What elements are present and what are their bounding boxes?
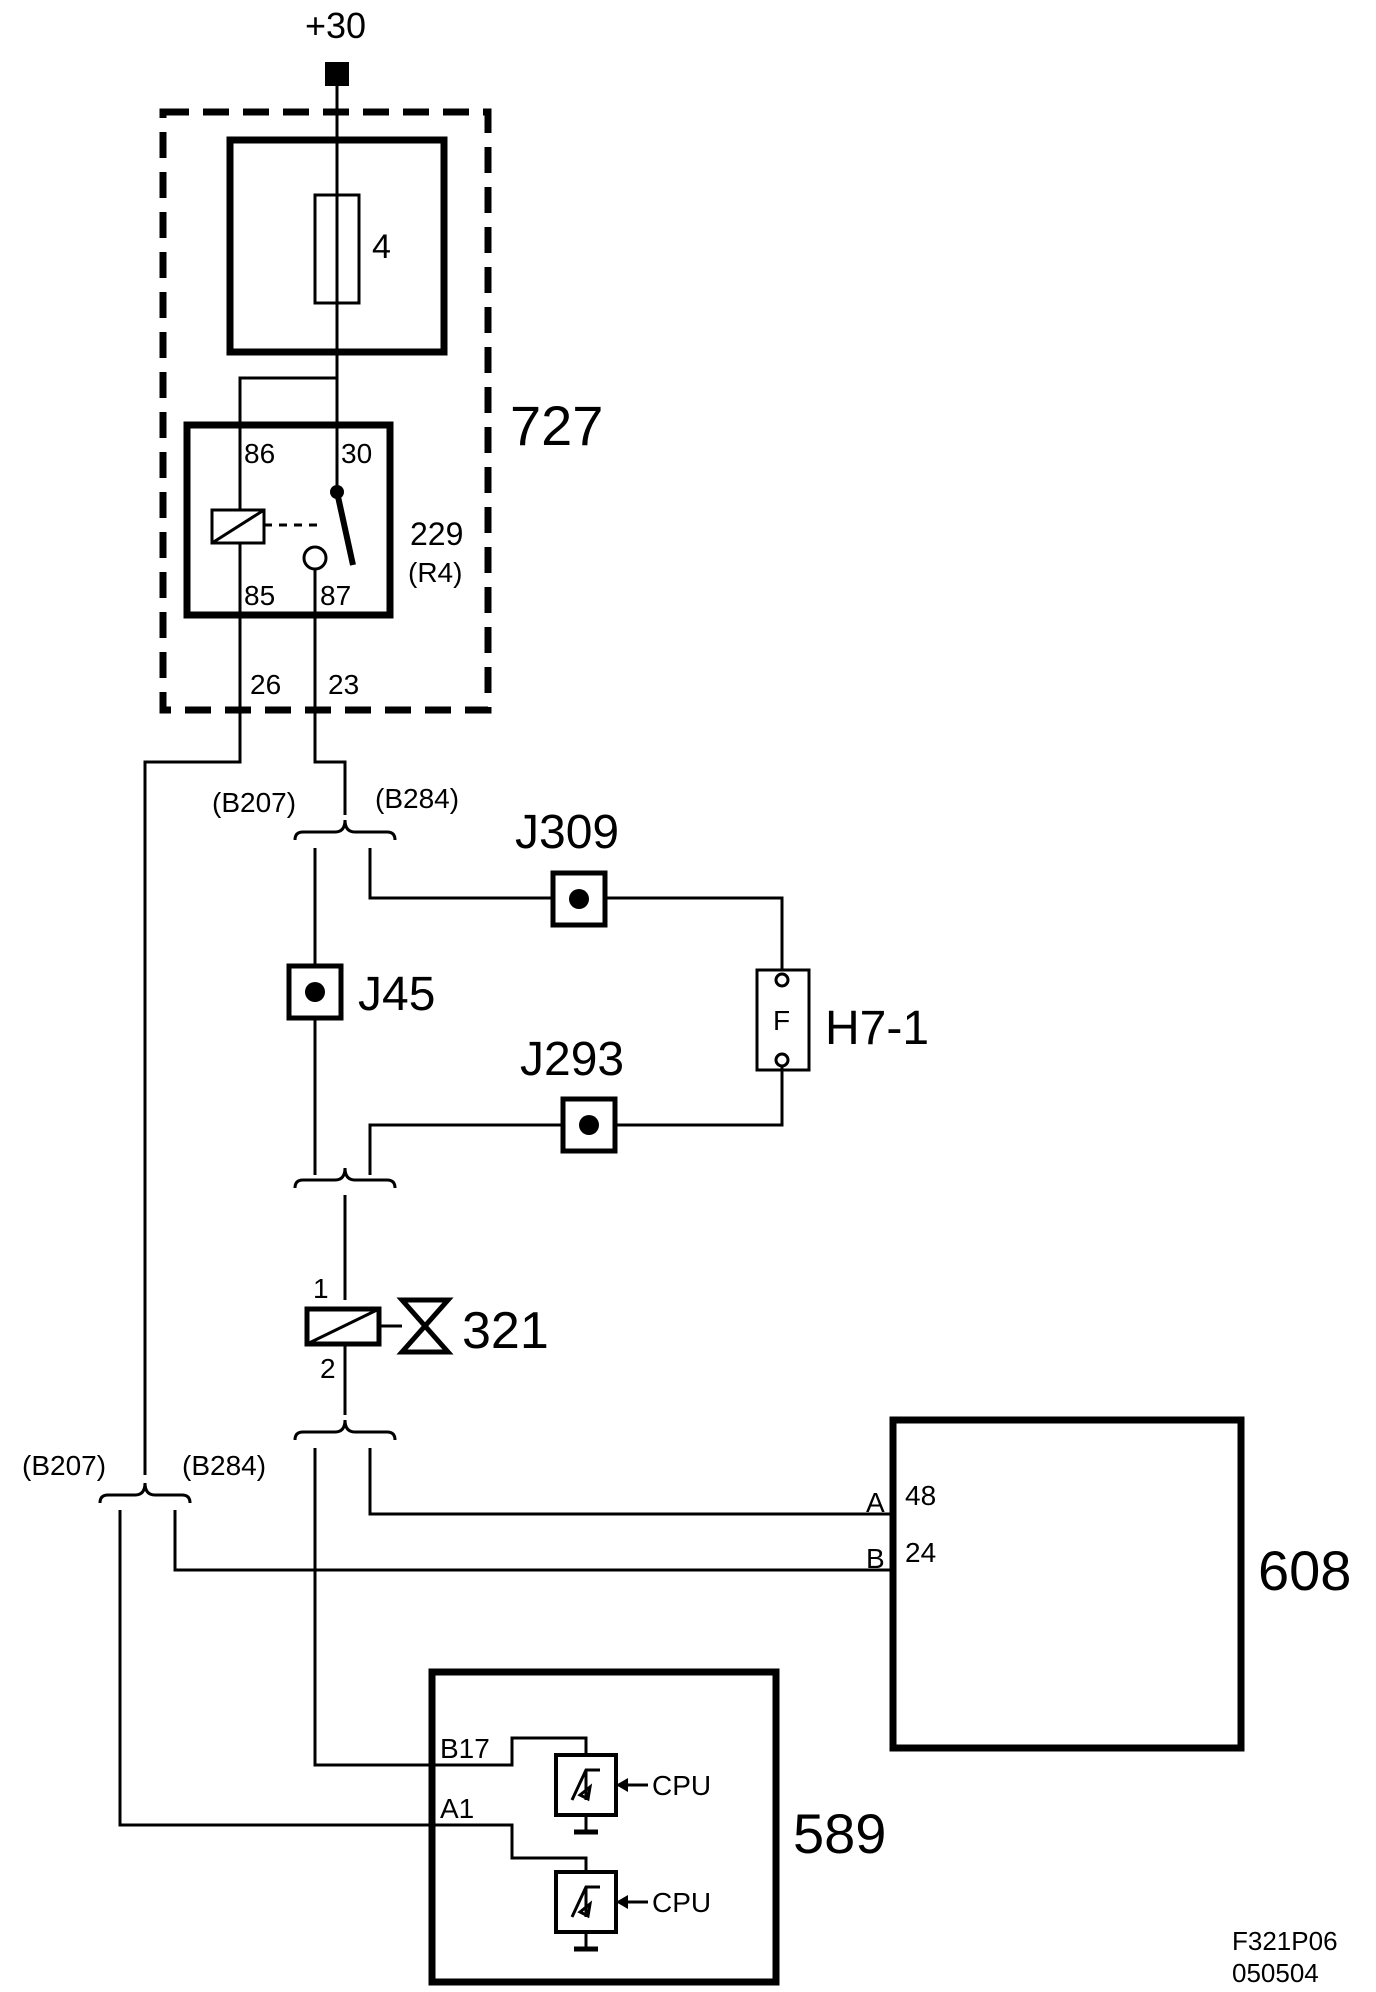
connector-b284-top: (B284) — [375, 783, 459, 814]
module-608-box — [889, 1416, 1245, 1752]
module-608-pin-b-no: 24 — [905, 1537, 936, 1568]
relay-coil-diagonal — [211, 508, 265, 545]
module-608-label: 608 — [1258, 1539, 1351, 1602]
fuse-h7-terminal-top — [774, 972, 790, 988]
module-589-pin-a1: A1 — [440, 1793, 474, 1824]
valve-pin-2: 2 — [320, 1353, 336, 1384]
relay-pin-30: 30 — [341, 438, 372, 469]
fuse-label: 4 — [372, 228, 391, 266]
wire-to-608-b — [173, 1510, 892, 1572]
wire-coil-feed — [238, 376, 337, 510]
supply-terminal — [325, 62, 349, 86]
module-608-pin-b: B — [866, 1543, 885, 1574]
wire-to-a1 — [118, 1510, 432, 1827]
module-608-pin-a-no: 48 — [905, 1480, 936, 1511]
connector-b284-bottom: (B284) — [182, 1450, 266, 1481]
connector-bottom — [98, 1482, 192, 1504]
driver-2-symbol — [570, 1885, 600, 1919]
supply-label: +30 — [305, 5, 366, 46]
fuse-box — [226, 136, 448, 356]
module-pin-23: 23 — [328, 669, 359, 700]
relay-pin-86: 86 — [244, 438, 275, 469]
connector-top — [293, 819, 397, 841]
valve-coil-diagonal — [306, 1307, 380, 1346]
junction-j309-box — [550, 870, 608, 928]
relay-box — [183, 421, 394, 619]
module-608-pin-a: A — [866, 1487, 885, 1518]
arrow-left-icon — [616, 1895, 628, 1909]
fuse-h7-terminal-bottom — [774, 1052, 790, 1068]
cpu-2-label: CPU — [652, 1887, 711, 1918]
wire-to-b17 — [313, 1448, 432, 1767]
module-589-label: 589 — [793, 1802, 886, 1865]
relay-module-label: 727 — [510, 394, 603, 457]
junction-j309-dot — [569, 889, 589, 909]
wire-pin-26 — [143, 616, 242, 1475]
connector-mid — [293, 1167, 397, 1189]
wire-to-608-a — [368, 1448, 892, 1516]
junction-j309-label: J309 — [515, 806, 619, 859]
valve-symbol — [396, 1297, 454, 1355]
junction-j293-label: J293 — [520, 1033, 624, 1086]
relay-switch-arm — [334, 491, 356, 566]
junction-j45-dot — [305, 982, 325, 1002]
valve-pin-1: 1 — [313, 1273, 329, 1304]
relay-module-outline — [159, 108, 492, 714]
connector-b207-top: (B207) — [212, 787, 296, 818]
relay-pin-87: 87 — [320, 580, 351, 611]
junction-j293-dot — [579, 1115, 599, 1135]
connector-b207-bottom: (B207) — [22, 1450, 106, 1481]
relay-sublabel: (R4) — [408, 557, 462, 588]
fuse-h7-symbol: F — [773, 1005, 790, 1036]
a1-internal — [432, 1823, 588, 1872]
valve-label: 321 — [462, 1302, 549, 1360]
relay-pin-85: 85 — [244, 580, 275, 611]
cpu-1-label: CPU — [652, 1770, 711, 1801]
driver-1-symbol — [570, 1768, 600, 1802]
junction-j45-label: J45 — [358, 968, 435, 1021]
fuse-h7-label: H7-1 — [825, 1002, 929, 1055]
wire-pin-23 — [313, 616, 347, 815]
b17-internal — [432, 1736, 588, 1767]
footer-date: 050504 — [1232, 1958, 1319, 1988]
relay-label: 229 — [410, 516, 463, 552]
module-pin-26: 26 — [250, 669, 281, 700]
connector-lower — [293, 1419, 397, 1441]
relay-contact-87 — [302, 545, 328, 571]
footer-code: F321P06 — [1232, 1926, 1338, 1956]
arrow-left-icon — [616, 1778, 628, 1792]
module-589-box — [428, 1668, 780, 1986]
module-589-pin-b17: B17 — [440, 1733, 490, 1764]
